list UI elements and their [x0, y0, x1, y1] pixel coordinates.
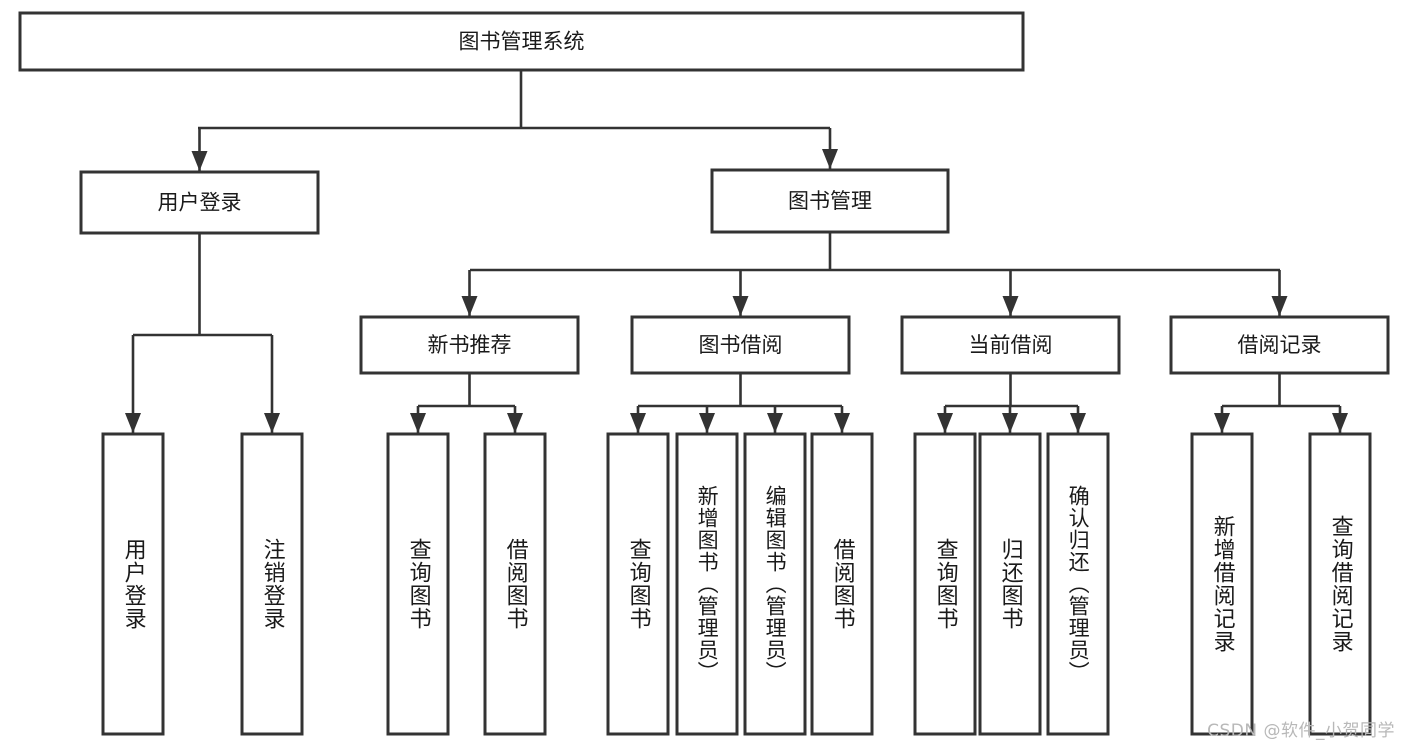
arrow-down-icon [264, 413, 280, 433]
node-box [18, 11, 1025, 72]
arrow-down-icon [822, 149, 838, 169]
node-leaf-leaf-query-record[interactable] [1308, 432, 1372, 736]
node-box [900, 315, 1121, 375]
node-leaf-leaf-add-record[interactable] [1190, 432, 1254, 736]
arrow-down-icon [1070, 413, 1086, 433]
node-level2-book-manage[interactable]: 图书管理 [710, 168, 950, 234]
node-label: 图书借阅 [699, 333, 783, 357]
node-box [1308, 432, 1372, 736]
arrow-down-icon [1002, 296, 1019, 316]
node-level2-user-login[interactable]: 用户登录 [79, 170, 320, 235]
node-box [606, 432, 670, 736]
node-leaf-leaf-borrow-book-1[interactable] [483, 432, 547, 736]
node-label: 图书管理 [788, 189, 872, 213]
node-box [386, 432, 450, 736]
node-root-root[interactable]: 图书管理系统 [18, 11, 1025, 72]
node-label: 新书推荐 [428, 333, 512, 357]
node-label: 当前借阅 [969, 333, 1053, 357]
node-box [630, 315, 851, 375]
arrow-down-icon [699, 413, 715, 433]
node-box [483, 432, 547, 736]
node-leaf-leaf-return-book[interactable] [978, 432, 1042, 736]
node-box [359, 315, 580, 375]
node-leaf-leaf-logout[interactable] [240, 432, 304, 736]
arrow-down-icon [410, 413, 426, 433]
node-leaf-leaf-query-book-3[interactable] [913, 432, 977, 736]
arrow-down-icon [732, 296, 749, 316]
arrow-down-icon [1002, 413, 1018, 433]
node-leaf-leaf-edit-book[interactable] [743, 432, 807, 736]
arrow-down-icon [630, 413, 646, 433]
arrow-down-icon [507, 413, 523, 433]
node-label: 图书管理系统 [459, 30, 585, 54]
arrow-down-icon [125, 413, 141, 433]
node-box [1046, 432, 1110, 736]
node-leaf-leaf-query-book-2[interactable] [606, 432, 670, 736]
node-leaf-leaf-user-login[interactable] [101, 432, 165, 736]
node-leaf-leaf-add-book[interactable] [675, 432, 739, 736]
connector-layer [125, 70, 1348, 433]
node-box [978, 432, 1042, 736]
arrow-down-icon [1271, 296, 1288, 316]
watermark-text: CSDN @软件_小贺同学 [1207, 721, 1395, 741]
node-box [913, 432, 977, 736]
node-leaf-leaf-confirm-return[interactable] [1046, 432, 1110, 736]
node-label: 借阅记录 [1238, 333, 1322, 357]
node-box [240, 432, 304, 736]
arrow-down-icon [1214, 413, 1230, 433]
arrow-down-icon [461, 296, 478, 316]
node-box [810, 432, 874, 736]
arrow-down-icon [191, 151, 208, 171]
node-box [710, 168, 950, 234]
arrow-down-icon [937, 413, 953, 433]
node-level3-new-book-recommend[interactable]: 新书推荐 [359, 315, 580, 375]
node-leaf-leaf-borrow-book-2[interactable] [810, 432, 874, 736]
node-box [743, 432, 807, 736]
node-box [101, 432, 165, 736]
node-box [1190, 432, 1254, 736]
node-level3-book-borrow[interactable]: 图书借阅 [630, 315, 851, 375]
arrow-down-icon [767, 413, 783, 433]
node-leaf-leaf-query-book-1[interactable] [386, 432, 450, 736]
node-label: 用户登录 [158, 191, 242, 215]
arrow-down-icon [1332, 413, 1348, 433]
node-box [1169, 315, 1390, 375]
node-level3-borrow-record[interactable]: 借阅记录 [1169, 315, 1390, 375]
node-level3-current-borrow[interactable]: 当前借阅 [900, 315, 1121, 375]
node-box [79, 170, 320, 235]
arrow-down-icon [834, 413, 850, 433]
node-box [675, 432, 739, 736]
